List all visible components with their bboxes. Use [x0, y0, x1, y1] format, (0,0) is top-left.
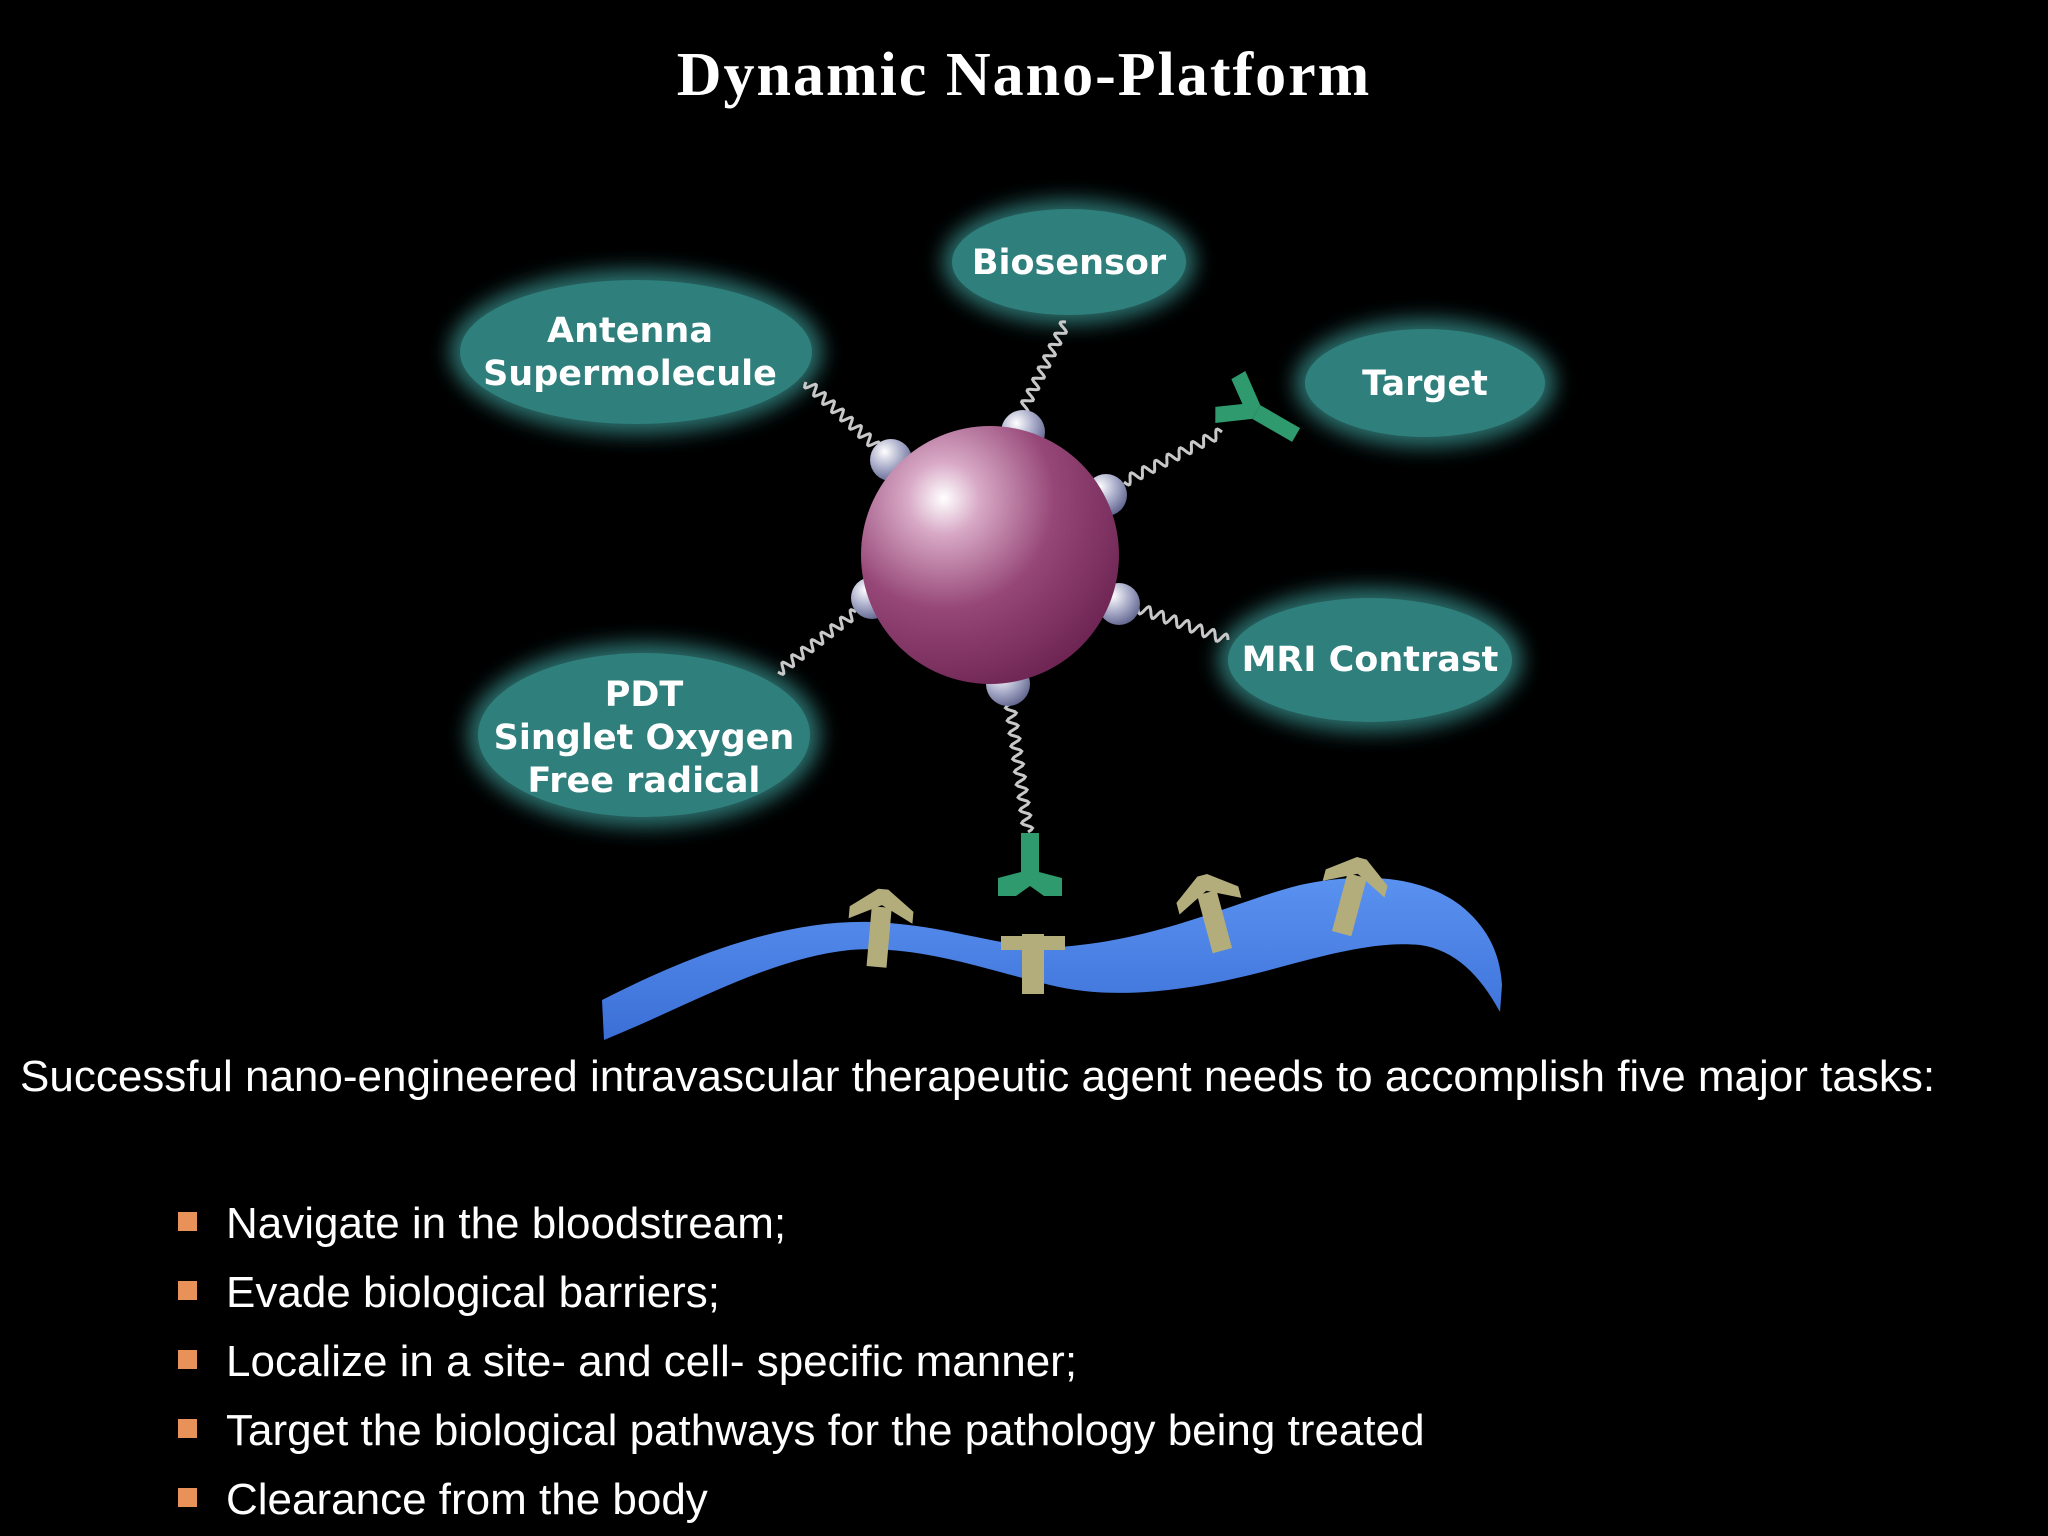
- bubble-biosensor: [943, 200, 1195, 324]
- mri-contrast-label: MRI Contrast: [1242, 640, 1499, 680]
- bubble-target: [1295, 319, 1555, 447]
- nanoparticle-sphere: [861, 426, 1119, 684]
- bubble-antenna: [450, 270, 822, 434]
- antenna-label-line2: Supermolecule: [483, 354, 777, 394]
- receptor-1: [848, 888, 914, 968]
- target-antibody: [1215, 371, 1301, 442]
- task-list: Navigate in the bloodstream; Evade biolo…: [176, 1196, 1425, 1536]
- linker-chains: [777, 320, 1230, 834]
- receptor-2: [1001, 934, 1065, 994]
- task-item: Clearance from the body: [176, 1472, 1425, 1536]
- task-item: Navigate in the bloodstream;: [176, 1196, 1425, 1265]
- bullet-icon: [178, 1488, 197, 1507]
- slide-title: Dynamic Nano-Platform: [676, 41, 1372, 109]
- blood-vessel: [602, 877, 1502, 1040]
- bubble-pdt: [468, 643, 820, 827]
- task-item: Target the biological pathways for the p…: [176, 1403, 1425, 1472]
- intro-text: Successful nano-engineered intravascular…: [20, 1052, 1936, 1101]
- nano-platform-diagram: Antenna Supermolecule Biosensor Target M…: [450, 200, 1555, 1040]
- bound-antibody: [998, 833, 1062, 896]
- linker-pdt: [777, 608, 857, 676]
- bullet-icon: [178, 1212, 197, 1231]
- linker-target: [1123, 427, 1223, 487]
- task-text: Navigate in the bloodstream;: [226, 1199, 787, 1248]
- linker-antenna: [803, 381, 881, 449]
- linker-biosensor: [1019, 320, 1069, 414]
- bullet-icon: [178, 1281, 197, 1300]
- pdt-label-line1: PDT: [605, 675, 684, 715]
- bubble-mri-contrast: [1218, 588, 1522, 732]
- task-text: Evade biological barriers;: [226, 1268, 721, 1317]
- task-text: Clearance from the body: [226, 1475, 708, 1524]
- receptor-4: [1322, 857, 1388, 937]
- task-item: Evade biological barriers;: [176, 1265, 1425, 1334]
- pdt-label-line2: Singlet Oxygen: [494, 718, 795, 758]
- task-text: Localize in a site- and cell- specific m…: [226, 1337, 1078, 1386]
- biosensor-label: Biosensor: [972, 243, 1167, 283]
- linker-mri: [1136, 605, 1230, 643]
- pdt-label-line3: Free radical: [528, 761, 761, 801]
- bullet-icon: [178, 1419, 197, 1438]
- bullet-icon: [178, 1350, 197, 1369]
- linker-bottom: [1003, 702, 1035, 834]
- task-item: Localize in a site- and cell- specific m…: [176, 1334, 1425, 1403]
- task-text: Target the biological pathways for the p…: [226, 1406, 1425, 1455]
- receptor-3: [1176, 874, 1242, 954]
- target-label: Target: [1362, 364, 1488, 404]
- antenna-label-line1: Antenna: [547, 311, 713, 351]
